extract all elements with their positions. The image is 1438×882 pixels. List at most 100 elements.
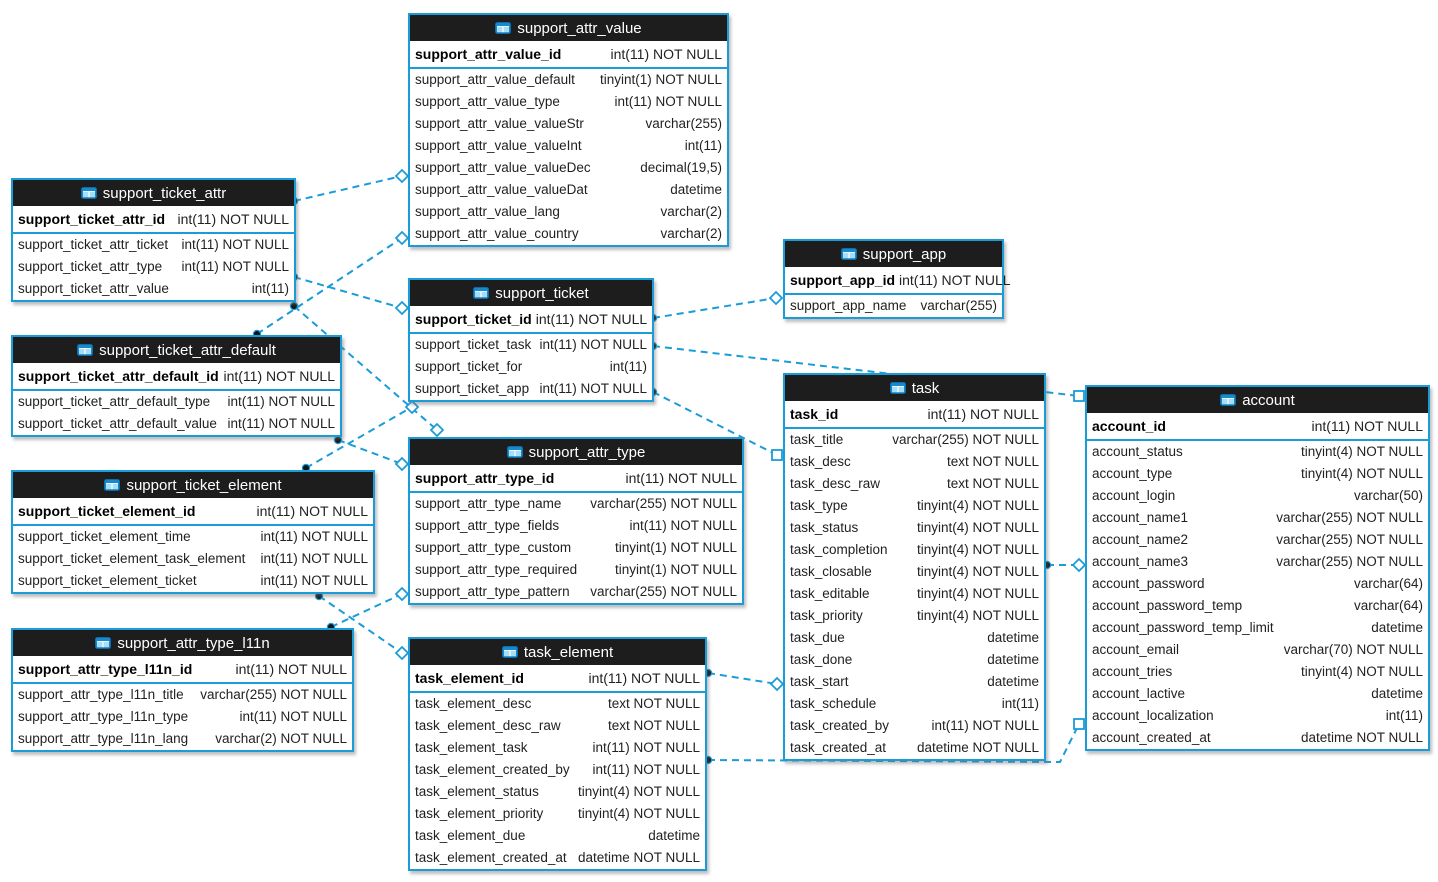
column-name: task_title: [790, 432, 844, 447]
table-name: support_attr_type_l11n: [117, 634, 270, 652]
relation-dashed-line: [330, 593, 403, 628]
column-name: task_element_desc: [415, 696, 532, 711]
column-type: tinyint(1) NOT NULL: [614, 562, 737, 577]
table-icon: [840, 248, 857, 260]
table-header[interactable]: support_ticket_attr_default: [13, 337, 340, 363]
column-type: datetime: [648, 828, 700, 843]
column-type: int(11): [1385, 708, 1423, 723]
column-type: text NOT NULL: [946, 454, 1039, 469]
table-name: task_element: [523, 643, 614, 661]
table-support_attr_type_l11n[interactable]: support_attr_type_l11n support_attr_type_…: [11, 628, 354, 752]
column-type: int(11) NOT NULL: [592, 762, 700, 777]
column-name: task_element_created_by: [415, 762, 570, 777]
relation-ticket_attr__attr_value: [289, 168, 410, 206]
column-name: task_element_priority: [415, 806, 544, 821]
column-name: support_attr_value_type: [415, 94, 560, 109]
column-name: support_attr_value_valueInt: [415, 138, 582, 153]
table-header[interactable]: support_ticket_element: [13, 472, 373, 498]
table-header[interactable]: support_ticket: [410, 280, 652, 306]
column-type: tinyint(4) NOT NULL: [1300, 444, 1423, 459]
diamond-marker-icon: [429, 422, 445, 438]
column-name: support_ticket_element_time: [18, 529, 191, 544]
table-header[interactable]: account: [1087, 387, 1428, 413]
column-type: int(11) NOT NULL: [629, 518, 737, 533]
column-name: task_element_due: [415, 828, 526, 843]
column-type: int(11) NOT NULL: [1311, 418, 1423, 434]
table-header[interactable]: support_attr_value: [410, 15, 727, 41]
table-header[interactable]: task_element: [410, 639, 705, 665]
column-name: support_attr_type_l11n_id: [18, 661, 193, 677]
table-name: support_ticket: [495, 284, 589, 302]
column-type: datetime NOT NULL: [1300, 730, 1423, 745]
table-icon: [495, 22, 512, 34]
column-name: support_app_name: [790, 298, 907, 313]
column-name: account_password_temp: [1092, 598, 1243, 613]
column-row: task_element_status tinyint(4) NOT NULL: [410, 781, 705, 803]
column-type: tinyint(4) NOT NULL: [916, 564, 1039, 579]
column-name: task_element_status: [415, 784, 539, 799]
column-type: int(11) NOT NULL: [256, 503, 368, 519]
column-name: support_attr_type_l11n_title: [18, 687, 184, 702]
table-support_ticket_element[interactable]: support_ticket_element support_ticket_ele…: [11, 470, 375, 594]
column-type: tinyint(1) NOT NULL: [614, 540, 737, 555]
column-type: int(11) NOT NULL: [625, 470, 737, 486]
column-type: datetime: [987, 652, 1039, 667]
table-header[interactable]: support_attr_type_l11n: [13, 630, 352, 656]
column-type: decimal(19,5): [640, 160, 722, 175]
column-name: support_ticket_element_ticket: [18, 573, 197, 588]
table-header[interactable]: support_ticket_attr: [13, 180, 294, 206]
column-type: int(11) NOT NULL: [227, 394, 335, 409]
column-name: task_due: [790, 630, 845, 645]
relation-support_ticket__support_app: [648, 290, 784, 323]
column-type: int(11) NOT NULL: [227, 416, 335, 431]
column-type: tinyint(4) NOT NULL: [577, 784, 700, 799]
table-header[interactable]: support_app: [785, 241, 1002, 267]
column-name: account_lactive: [1092, 686, 1186, 701]
column-name: task_start: [790, 674, 849, 689]
table-header[interactable]: support_attr_type: [410, 439, 742, 465]
column-name: support_ticket_element_id: [18, 503, 196, 519]
table-header[interactable]: task: [785, 375, 1044, 401]
table-icon: [77, 344, 94, 356]
table-icon: [889, 382, 906, 394]
column-type: int(11) NOT NULL: [614, 94, 722, 109]
column-type: varchar(255) NOT NULL: [1276, 554, 1423, 569]
column-name: support_attr_type_l11n_lang: [18, 731, 189, 746]
column-type: datetime: [987, 630, 1039, 645]
column-type: int(11) NOT NULL: [539, 381, 647, 396]
relation-dashed-line: [293, 175, 403, 202]
square-marker-icon: [771, 449, 783, 461]
column-name: support_attr_type_pattern: [415, 584, 570, 599]
relation-dashed-line: [256, 237, 403, 335]
relation-dashed-line: [707, 672, 778, 685]
table-name: account: [1242, 391, 1295, 409]
column-name: task_element_desc_raw: [415, 718, 561, 733]
table-name: support_ticket_attr: [102, 184, 227, 202]
column-type: tinyint(4) NOT NULL: [1300, 664, 1423, 679]
table-icon: [95, 637, 112, 649]
column-type: varchar(70) NOT NULL: [1283, 642, 1423, 657]
